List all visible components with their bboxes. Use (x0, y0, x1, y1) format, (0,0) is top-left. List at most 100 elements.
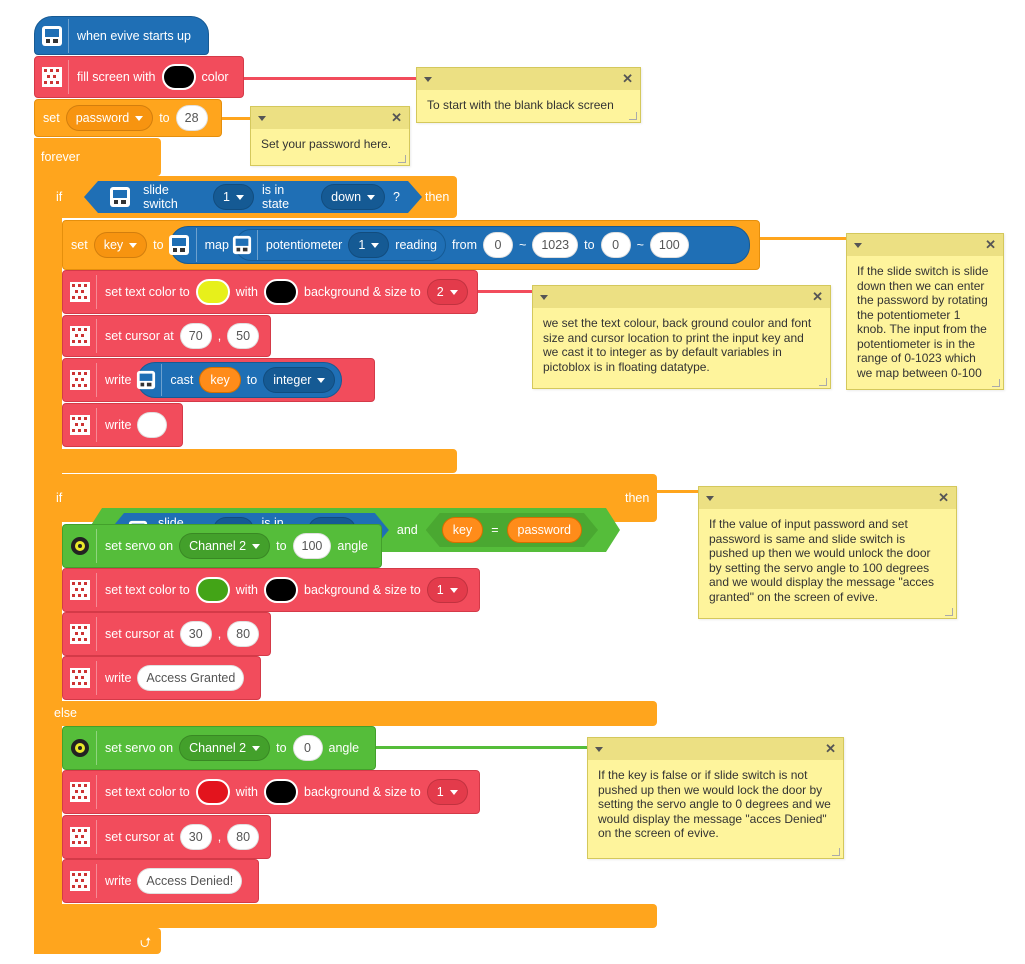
display-icon (63, 573, 97, 607)
comment-note-2[interactable]: ✕ Set your password here. (250, 106, 410, 166)
set-text-color-block[interactable]: set text color to with background & size… (62, 770, 480, 814)
write-text-input[interactable]: Access Denied! (137, 868, 243, 894)
switch-num-dropdown[interactable]: 1 (213, 184, 254, 210)
map-reporter[interactable]: map potentiometer 1 reading from 0 ~ 102… (169, 226, 750, 264)
write-denied-block[interactable]: write Access Denied! (62, 859, 259, 903)
set-text-color-block[interactable]: set text color to with background & size… (62, 270, 478, 314)
password-value-input[interactable]: 28 (175, 105, 208, 131)
cursor-y-input[interactable]: 80 (227, 824, 260, 850)
fill-color-swatch[interactable] (161, 64, 196, 90)
forever-foot (34, 928, 161, 954)
set-cursor-block[interactable]: set cursor at 30 , 80 (62, 815, 271, 859)
resize-handle-icon[interactable] (629, 112, 637, 120)
channel-dropdown[interactable]: Channel 2 (179, 533, 271, 559)
bg-color-swatch[interactable] (264, 577, 298, 603)
write-blank-block[interactable]: write (62, 403, 183, 447)
resize-handle-icon[interactable] (992, 379, 1000, 387)
note-link-3 (760, 237, 848, 240)
cursor-y-input[interactable]: 50 (227, 323, 260, 349)
comment-note-6[interactable]: ✕ If the key is false or if slide switch… (587, 737, 844, 859)
close-icon[interactable]: ✕ (812, 288, 823, 304)
slide-switch-down-condition[interactable]: slide switch 1 is in state down ? (84, 181, 422, 213)
write-granted-block[interactable]: write Access Granted (62, 656, 261, 700)
close-icon[interactable]: ✕ (825, 740, 836, 756)
set-cursor-block[interactable]: set cursor at 30 , 80 (62, 612, 271, 656)
close-icon[interactable]: ✕ (985, 236, 996, 252)
map-from-low-input[interactable]: 0 (483, 232, 513, 258)
size-dropdown[interactable]: 1 (426, 577, 468, 603)
collapse-icon[interactable] (540, 294, 548, 300)
potentiometer-reporter[interactable]: potentiometer 1 reading (233, 229, 446, 261)
channel-dropdown[interactable]: Channel 2 (179, 735, 271, 761)
chevron-down-icon (371, 242, 380, 248)
set-servo-block[interactable]: set servo on Channel 2 to 100 angle (62, 524, 382, 568)
cursor-y-input[interactable]: 80 (227, 621, 260, 647)
when-evive-starts-up-block[interactable]: when evive starts up (34, 16, 209, 55)
resize-handle-icon[interactable] (945, 608, 953, 616)
cast-reporter[interactable]: cast key to integer (136, 362, 343, 398)
comment-note-5[interactable]: ✕ If the value of input password and set… (698, 486, 957, 619)
write-cast-block[interactable]: write cast key to integer (62, 358, 375, 402)
map-to-low-input[interactable]: 0 (600, 232, 631, 258)
cursor-x-input[interactable]: 30 (179, 824, 212, 850)
set-password-block[interactable]: set password to 28 (34, 99, 222, 137)
close-icon[interactable]: ✕ (391, 109, 402, 125)
close-icon[interactable]: ✕ (622, 70, 633, 86)
servo-angle-input[interactable]: 100 (292, 533, 332, 559)
text-color-swatch[interactable] (195, 279, 230, 305)
bg-color-swatch[interactable] (264, 779, 298, 805)
pot-num-dropdown[interactable]: 1 (348, 232, 390, 258)
evive-icon (106, 183, 133, 211)
equals-condition[interactable]: key = password (426, 513, 598, 547)
bg-size-label: background & size to (304, 285, 421, 299)
password-reporter[interactable]: password (507, 517, 583, 543)
key-reporter[interactable]: key (199, 367, 241, 393)
key-var-dropdown[interactable]: key (93, 232, 148, 258)
comment-note-1[interactable]: ✕ To start with the blank black screen (416, 67, 641, 123)
resize-handle-icon[interactable] (819, 378, 827, 386)
question-mark: ? (393, 190, 400, 204)
collapse-icon[interactable] (424, 76, 432, 82)
servo-angle-input[interactable]: 0 (292, 735, 323, 761)
map-from-high-input[interactable]: 1023 (532, 232, 579, 258)
cursor-x-input[interactable]: 30 (179, 621, 212, 647)
state-label: is in state (262, 183, 290, 211)
else-label: else (54, 706, 77, 720)
map-to-high-input[interactable]: 100 (649, 232, 689, 258)
write-text-input[interactable] (137, 412, 168, 438)
key-reporter[interactable]: key (442, 517, 483, 543)
display-icon (35, 60, 69, 94)
close-icon[interactable]: ✕ (938, 489, 949, 505)
comment-note-4[interactable]: ✕ we set the text colour, back ground co… (532, 285, 831, 389)
type-dropdown[interactable]: integer (263, 367, 336, 393)
collapse-icon[interactable] (258, 115, 266, 121)
collapse-icon[interactable] (854, 242, 862, 248)
set-text-color-block[interactable]: set text color to with background & size… (62, 568, 480, 612)
set-servo-block[interactable]: set servo on Channel 2 to 0 angle (62, 726, 376, 770)
fill-screen-block[interactable]: fill screen with color (34, 56, 244, 98)
set-key-block[interactable]: set key to map potentiometer 1 reading f… (62, 220, 760, 270)
write-text-input[interactable]: Access Granted (137, 665, 245, 691)
if1-then-label: then (425, 190, 450, 204)
bg-color-swatch[interactable] (264, 279, 298, 305)
note-text: we set the text colour, back ground coul… (543, 316, 812, 374)
text-color-swatch[interactable] (195, 779, 230, 805)
resize-handle-icon[interactable] (832, 848, 840, 856)
collapse-icon[interactable] (595, 746, 603, 752)
collapse-icon[interactable] (706, 495, 714, 501)
with-label: with (235, 285, 258, 299)
size-dropdown[interactable]: 2 (426, 279, 468, 305)
equals-label: = (491, 523, 499, 537)
password-var-dropdown[interactable]: password (65, 105, 154, 131)
display-icon (63, 617, 97, 651)
set-cursor-block[interactable]: set cursor at 70 , 50 (62, 315, 271, 357)
cursor-x-input[interactable]: 70 (179, 323, 212, 349)
evive-icon (163, 228, 197, 262)
resize-handle-icon[interactable] (398, 155, 406, 163)
state-dropdown[interactable]: down (321, 184, 385, 210)
text-color-swatch[interactable] (195, 577, 230, 603)
display-icon (63, 864, 97, 898)
note-text: Set your password here. (261, 137, 392, 151)
comment-note-3[interactable]: ✕ If the slide switch is slide down then… (846, 233, 1004, 390)
size-dropdown[interactable]: 1 (426, 779, 468, 805)
